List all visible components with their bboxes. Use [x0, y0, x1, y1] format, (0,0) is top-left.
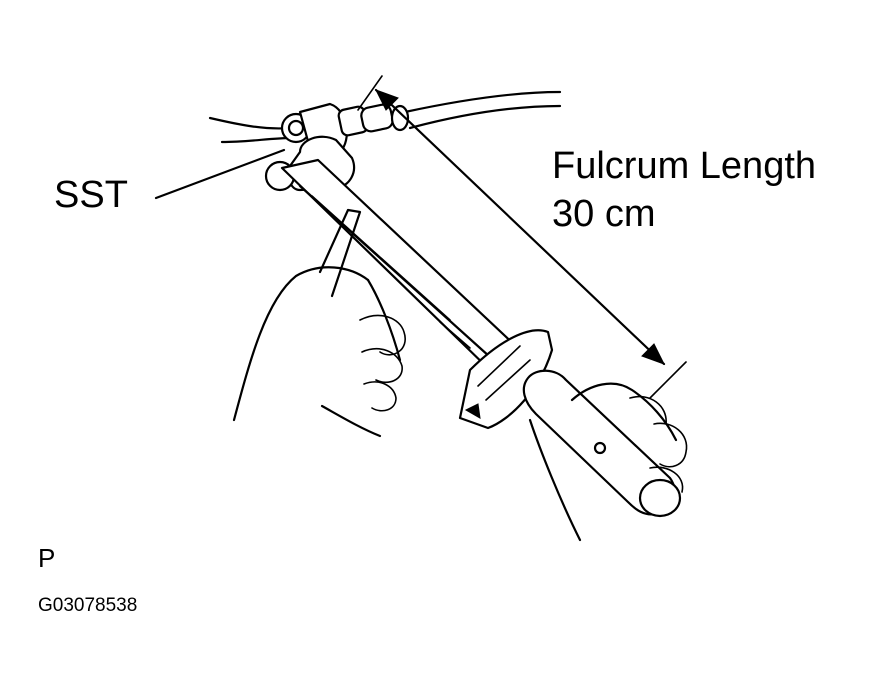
- view-letter: P: [38, 543, 56, 573]
- figure-code: G03078538: [38, 595, 138, 616]
- wrench-grip: [522, 369, 682, 518]
- sst-leader-line: [154, 148, 286, 200]
- sst-label: SST: [54, 174, 128, 216]
- union-fitting: [280, 102, 410, 158]
- fulcrum-length-label: Fulcrum Length: [552, 145, 817, 187]
- pipe-left: [208, 116, 294, 144]
- wrench-scale: [458, 329, 554, 430]
- left-hand: [232, 208, 406, 438]
- fulcrum-length-value: 30 cm: [552, 193, 656, 235]
- right-hand: [528, 382, 688, 542]
- fulcrum-dimension: [357, 75, 687, 399]
- pipe-right: [403, 90, 562, 130]
